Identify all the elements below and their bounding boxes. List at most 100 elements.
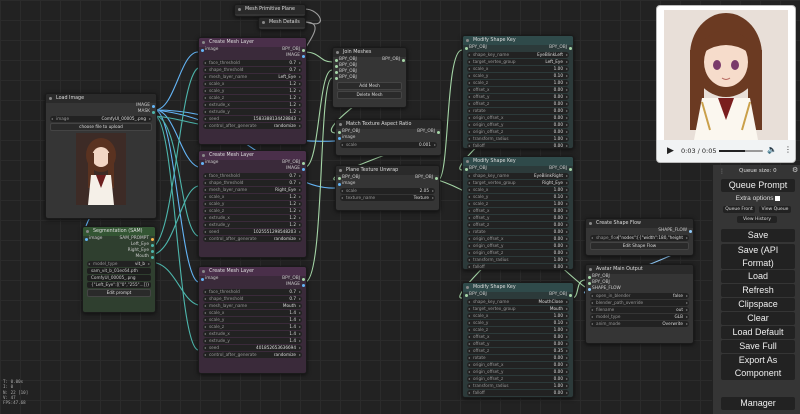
widget[interactable]: origin_offset_z0.00 <box>467 250 569 256</box>
widget[interactable]: origin_offset_y0.00 <box>467 243 569 249</box>
widget[interactable]: scale_z1.2 <box>203 208 302 214</box>
edit-prompt-button[interactable]: Edit prompt <box>87 289 151 297</box>
save-full-button[interactable]: Save Full <box>721 340 795 353</box>
load-default-button[interactable]: Load Default <box>721 326 795 339</box>
edit-shape-flow-button[interactable]: Edit Shape Flow <box>590 242 689 250</box>
play-icon[interactable]: ▶ <box>667 146 674 156</box>
avatar-main-output-node[interactable]: Avatar Main Output BPY_OBJ BPY_OBJ SHAPE… <box>585 264 694 344</box>
upload-button[interactable]: choose file to upload <box>50 123 152 131</box>
delete-mesh-button[interactable]: Delete Mesh <box>337 91 402 99</box>
output-mask-slot[interactable]: MASK <box>46 109 156 115</box>
widget[interactable]: offset_x0.00 <box>467 87 569 93</box>
widget[interactable]: offset_y0.00 <box>467 94 569 100</box>
mesh-details-node[interactable]: Mesh Details <box>258 17 306 30</box>
widget[interactable]: offset_z0.35 <box>467 348 569 354</box>
widget[interactable]: scale_y1.4 <box>203 317 302 323</box>
export-as-component-button[interactable]: Export As Component <box>721 354 795 380</box>
load-image-node[interactable]: Load Image IMAGE MASK imageComfyUI_00005… <box>45 93 157 219</box>
clipspace-button[interactable]: Clipspace <box>721 298 795 311</box>
view-history-button[interactable]: View History <box>737 216 777 223</box>
widget[interactable]: scale_y0.10 <box>467 320 569 326</box>
drag-handle-icon[interactable]: ⋮ <box>719 168 725 175</box>
widget[interactable]: extrude_x1.4 <box>203 331 302 337</box>
widget[interactable]: extrude_y1.4 <box>203 338 302 344</box>
widget[interactable]: scale_x1.00 <box>467 313 569 319</box>
refresh-button[interactable]: Refresh <box>721 284 795 297</box>
mesh-primitive-plane-node[interactable]: Mesh Primitive Plane <box>234 4 306 17</box>
widget[interactable]: origin_offset_y0.00 <box>467 369 569 375</box>
save-api-button[interactable]: Save (API Format) <box>721 244 795 269</box>
extra-options-checkbox[interactable] <box>775 195 781 201</box>
add-mesh-button[interactable]: Add Mesh <box>337 82 402 90</box>
widget[interactable]: origin_offset_z0.00 <box>467 376 569 382</box>
widget[interactable]: offset_y0.00 <box>467 341 569 347</box>
widget[interactable]: offset_z0.00 <box>467 222 569 228</box>
manager-button[interactable]: Manager <box>721 397 795 410</box>
widget[interactable]: extrude_y1.2 <box>203 222 302 228</box>
image-name-field[interactable]: ComfyUI_00005_.png <box>87 275 151 281</box>
widget[interactable]: scale_y1.2 <box>203 88 302 94</box>
widget[interactable]: scale_z1.4 <box>203 324 302 330</box>
widget[interactable]: offset_z0.00 <box>467 101 569 107</box>
widget[interactable]: scale_z1.00 <box>467 201 569 207</box>
widget[interactable]: scale_x1.4 <box>203 310 302 316</box>
widget[interactable]: scale_z1.2 <box>203 95 302 101</box>
widget[interactable]: scale_x1.00 <box>467 66 569 72</box>
widget[interactable]: extrude_x1.2 <box>203 102 302 108</box>
widget[interactable]: scale_y1.2 <box>203 201 302 207</box>
widget[interactable]: offset_x0.00 <box>467 208 569 214</box>
create-shape-flow-node[interactable]: Create Shape Flow SHAPE_FLOW shape_flow{… <box>585 218 694 256</box>
load-button[interactable]: Load <box>721 270 795 283</box>
output-image-slot[interactable]: IMAGE <box>46 103 156 109</box>
save-button[interactable]: Save <box>721 229 795 242</box>
widget[interactable]: blender_path_override <box>590 300 689 306</box>
widget[interactable]: origin_offset_z0.00 <box>467 129 569 135</box>
prompt-json-field[interactable]: {"Left_Eye":[["0","255"...]]} <box>87 282 151 288</box>
video-progress-bar[interactable] <box>719 150 763 152</box>
view-queue-button[interactable]: View Queue <box>759 206 791 213</box>
widget[interactable]: origin_offset_x0.00 <box>467 115 569 121</box>
queue-front-button[interactable]: Queue Front <box>723 206 755 213</box>
widget[interactable]: scale_x1.2 <box>203 194 302 200</box>
widget[interactable]: scale_y0.10 <box>467 73 569 79</box>
widget[interactable]: scale_x1.00 <box>467 187 569 193</box>
widget[interactable]: scale_y0.10 <box>467 194 569 200</box>
widget[interactable]: scale_z1.00 <box>467 327 569 333</box>
